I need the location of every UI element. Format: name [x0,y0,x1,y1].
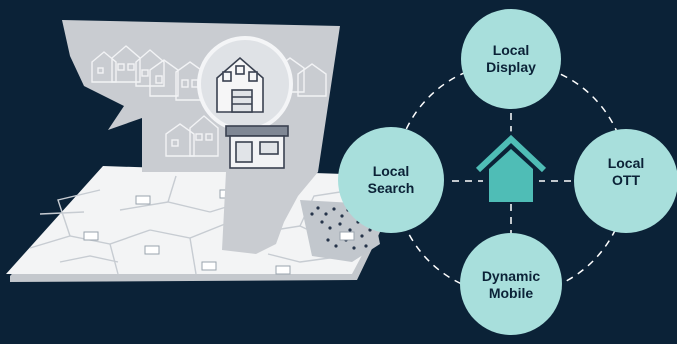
neighborhood-map-illustration [6,166,405,282]
node-local-search [338,127,444,233]
node-label-local-search: Local Search [367,163,415,196]
node-label-local-ott: Local OTT [607,155,645,188]
house-icon [474,131,548,204]
node-local-ott [574,129,677,233]
node-label-local-display: Local Display [486,42,536,75]
node-local-display [461,9,561,109]
houses-callout-illustration [62,20,340,254]
node-dynamic-mobile [460,233,562,335]
node-label-dynamic-mobile: Dynamic Mobile [481,268,541,301]
